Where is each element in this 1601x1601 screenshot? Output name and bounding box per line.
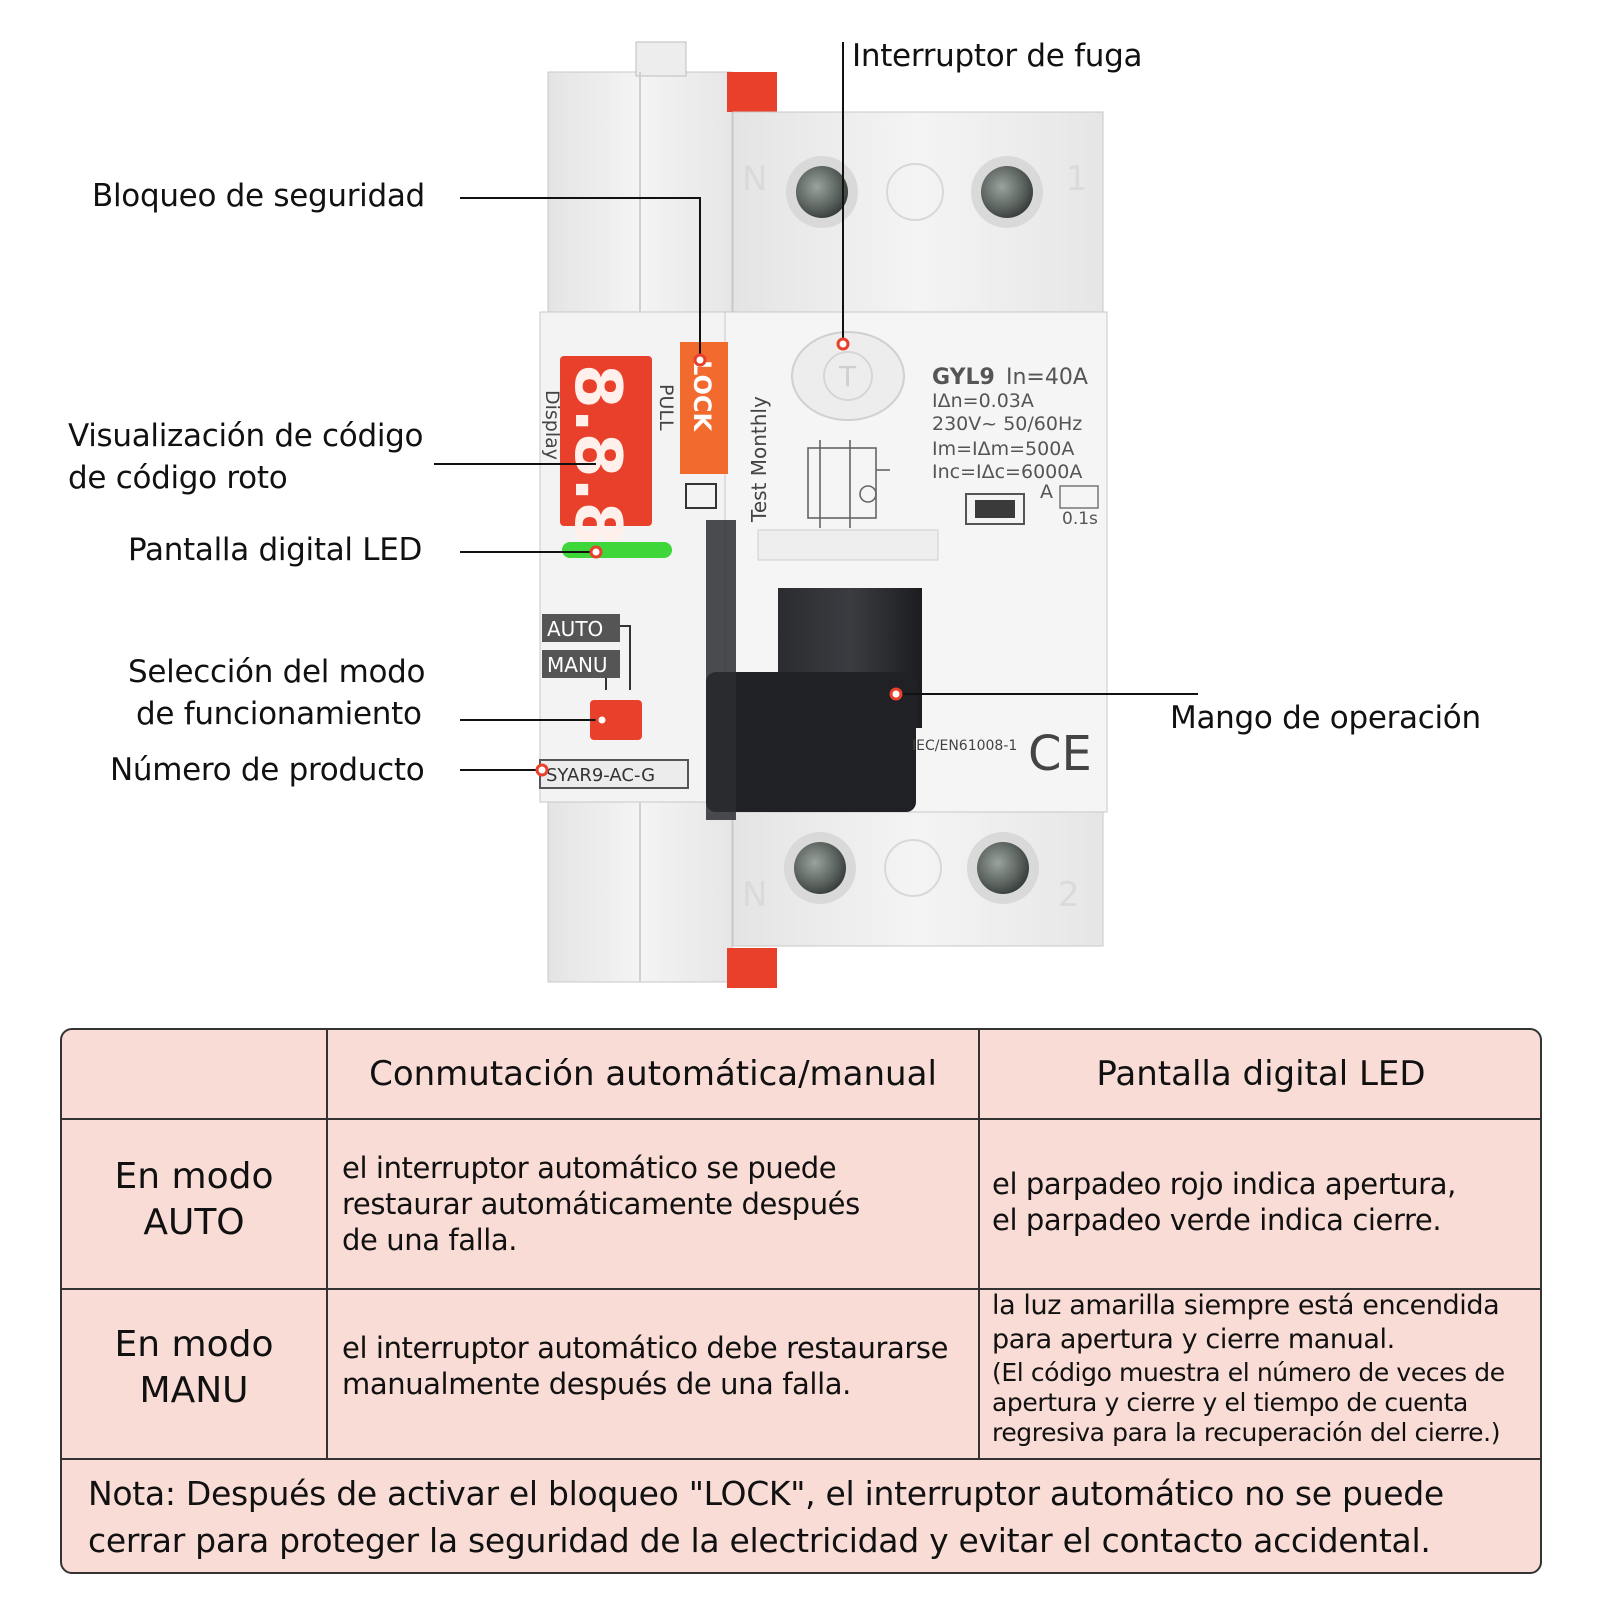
digit-display bbox=[560, 356, 652, 526]
manu-badge bbox=[542, 650, 620, 678]
standard-label: IEC/EN61008-1 bbox=[912, 738, 1017, 754]
manu-led-note-3: regresiva para la recuperación del cierr… bbox=[992, 1418, 1501, 1447]
rcd-body bbox=[724, 111, 1108, 947]
screw-icon bbox=[981, 166, 1033, 218]
manu-led-note-2: apertura y cierre y el tiempo de cuenta bbox=[992, 1388, 1468, 1417]
lock-tab-label: LOCK bbox=[688, 360, 716, 432]
callout-code-display-2: de código roto bbox=[68, 460, 288, 496]
row-header-auto-1: En modo bbox=[114, 1156, 274, 1197]
row-header-manu-1: En modo bbox=[114, 1324, 274, 1365]
callout-operation-handle: Mango de operación bbox=[1170, 700, 1481, 736]
screw-icon bbox=[796, 166, 848, 218]
spec-inc: Inc=IΔc=6000A bbox=[932, 461, 1082, 483]
callout-leaders bbox=[434, 42, 1198, 771]
digit-readout: 8.8.8 bbox=[560, 364, 634, 546]
spec-in: In=40A bbox=[1006, 365, 1088, 390]
breaker-illustration: N 1 N 2 T Test Monthly GYL9 In=40A IΔn=0… bbox=[68, 38, 1481, 988]
mode-comparison-table: Conmutación automática/manual Pantalla d… bbox=[60, 1028, 1542, 1574]
mode-select-button[interactable] bbox=[590, 700, 642, 740]
model-code-label: SYAR9-AC-G bbox=[546, 765, 655, 786]
auto-led-text-2: el parpadeo verde indica cierre. bbox=[992, 1203, 1442, 1237]
auto-badge bbox=[542, 614, 620, 642]
auto-switch-text-2: restaurar automáticamente después bbox=[342, 1187, 860, 1221]
callout-safety-lock: Bloqueo de seguridad bbox=[92, 178, 425, 214]
test-button-glyph: T bbox=[838, 360, 857, 393]
pull-label: PULL bbox=[655, 384, 677, 431]
display-label: Display bbox=[541, 390, 563, 460]
terminal-n-bottom-label: N bbox=[742, 875, 767, 915]
auto-switch-text-1: el interruptor automático se puede bbox=[342, 1151, 837, 1185]
spec-idn: IΔn=0.03A bbox=[932, 390, 1034, 412]
manu-switch-text-1: el interruptor automático debe restaurar… bbox=[342, 1331, 949, 1365]
auto-led-text-1: el parpadeo rojo indica apertura, bbox=[992, 1167, 1456, 1201]
ce-mark: CE bbox=[1028, 726, 1092, 782]
terminal-n-top-label: N bbox=[742, 159, 767, 199]
breaker-svg: N 1 N 2 T Test Monthly GYL9 In=40A IΔn=0… bbox=[434, 41, 1198, 988]
manu-led-text-2: para apertura y cierre manual. bbox=[992, 1324, 1395, 1355]
callout-leak-switch: Interruptor de fuga bbox=[852, 38, 1143, 74]
din-clip-top bbox=[727, 72, 777, 112]
table-divider bbox=[62, 1458, 1540, 1460]
spec-voltage: 230V~ 50/60Hz bbox=[932, 413, 1082, 435]
test-monthly-label: Test Monthly bbox=[747, 396, 771, 523]
spec-im: Im=IΔm=500A bbox=[932, 438, 1074, 460]
table-divider bbox=[62, 1118, 1540, 1120]
model-code-plate bbox=[539, 759, 689, 789]
operation-handle[interactable] bbox=[706, 520, 939, 820]
callout-led-screen: Pantalla digital LED bbox=[128, 532, 423, 568]
manu-led-note-1: (El código muestra el número de veces de bbox=[992, 1358, 1505, 1387]
column-header-led: Pantalla digital LED bbox=[1096, 1054, 1426, 1094]
callout-mode-select-2: de funcionamiento bbox=[136, 696, 422, 732]
terminal-2-label: 2 bbox=[1058, 875, 1080, 915]
row-header-manu-2: MANU bbox=[139, 1370, 249, 1411]
spec-block: GYL9 In=40A IΔn=0.03A 230V~ 50/60Hz Im=I… bbox=[932, 365, 1098, 529]
callout-code-display-1: Visualización de código bbox=[68, 418, 424, 454]
test-button[interactable] bbox=[791, 331, 905, 421]
status-led-bar bbox=[562, 542, 672, 558]
screw-icon bbox=[794, 842, 846, 894]
table-divider bbox=[326, 1030, 328, 1458]
table-divider bbox=[978, 1030, 980, 1458]
din-clip-bottom bbox=[727, 948, 777, 988]
terminal-1-label: 1 bbox=[1066, 159, 1088, 199]
lock-note-2: cerrar para proteger la seguridad de la … bbox=[88, 1521, 1431, 1560]
screw-icon bbox=[977, 842, 1029, 894]
wiring-schematic-icon bbox=[807, 440, 890, 528]
column-header-switching: Conmutación automática/manual bbox=[369, 1054, 937, 1094]
auto-switch-text-3: de una falla. bbox=[342, 1223, 518, 1257]
spec-type: A bbox=[1040, 481, 1053, 503]
callout-dots bbox=[535, 337, 903, 777]
manu-badge-label: MANU bbox=[547, 653, 608, 677]
lock-note-1: Nota: Después de activar el bloqueo "LOC… bbox=[88, 1474, 1444, 1513]
spec-model: GYL9 bbox=[932, 365, 995, 390]
manu-led-text-1: la luz amarilla siempre está encendida bbox=[992, 1290, 1500, 1321]
spec-time: 0.1s bbox=[1062, 509, 1098, 529]
table-divider bbox=[62, 1288, 1540, 1290]
callout-mode-select-1: Selección del modo bbox=[128, 654, 426, 690]
padlock-icon bbox=[685, 483, 717, 509]
callout-product-number: Número de producto bbox=[110, 752, 425, 788]
manu-switch-text-2: manualmente después de una falla. bbox=[342, 1367, 851, 1401]
auto-arrow-icon bbox=[620, 625, 631, 690]
rcd-type-icon bbox=[1059, 485, 1099, 509]
row-header-auto-2: AUTO bbox=[143, 1202, 245, 1243]
auto-badge-label: AUTO bbox=[547, 617, 603, 641]
